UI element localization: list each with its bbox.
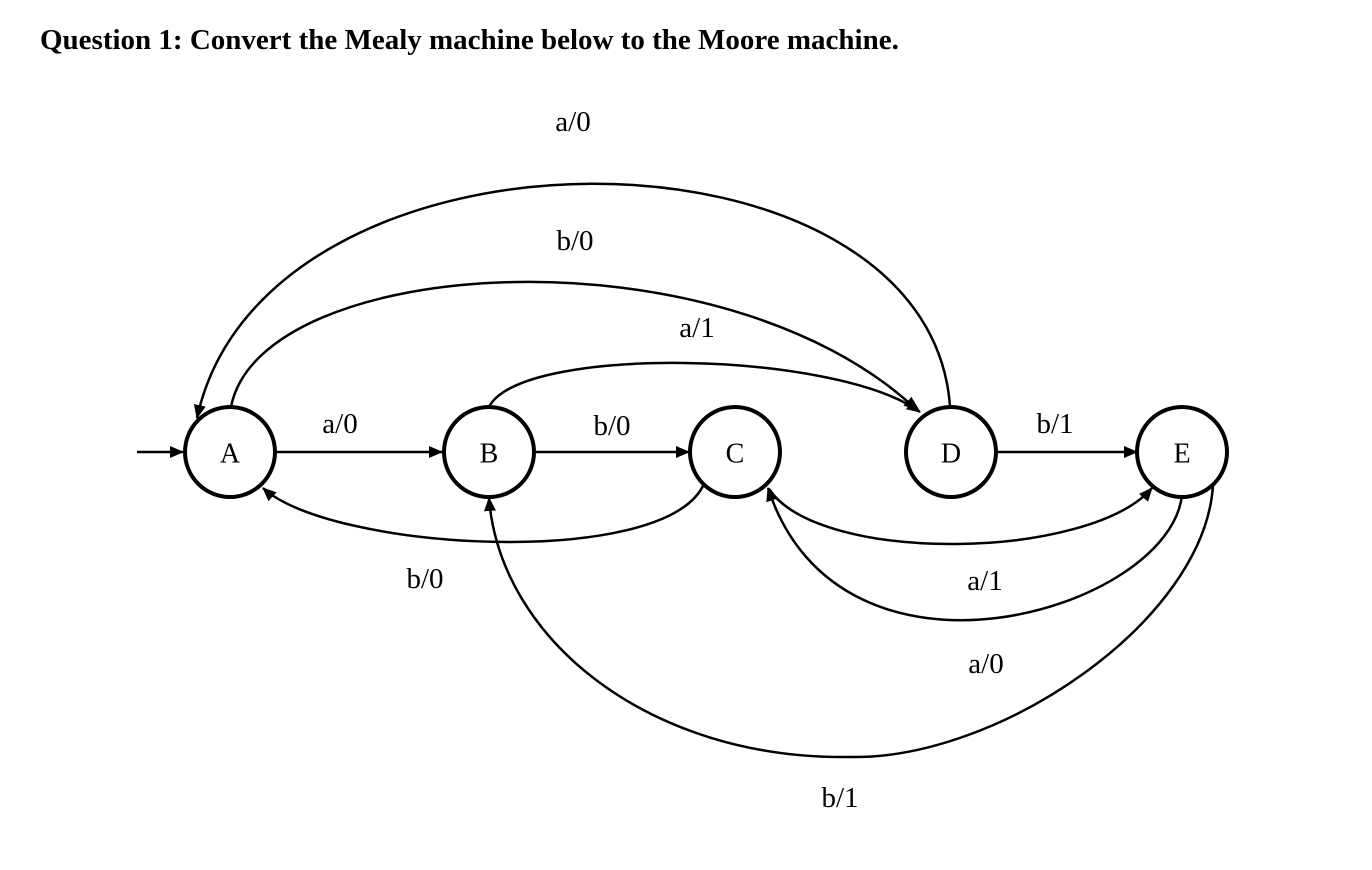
state-d: D (904, 405, 998, 499)
state-b-label: B (480, 439, 499, 470)
transition-label-c-to-e: a/1 (967, 565, 1002, 597)
question-title: Question 1: Convert the Mealy machine be… (40, 24, 899, 56)
transition-label-b-to-c: b/0 (593, 410, 630, 442)
state-c-circle (688, 405, 782, 499)
transition-c-to-e (767, 487, 1153, 546)
transition-a-to-d (229, 280, 918, 411)
state-a: A (183, 405, 277, 499)
transition-label-b-to-d: a/1 (679, 312, 714, 344)
state-a-circle (183, 405, 277, 499)
transition-label-c-to-a: b/0 (406, 563, 443, 595)
state-b-circle (442, 405, 536, 499)
transition-e-to-b (484, 484, 1215, 759)
transition-label-e-to-c: a/0 (968, 648, 1003, 680)
state-b: B (442, 405, 536, 499)
state-a-label: A (220, 439, 241, 470)
transition-label-e-to-b: b/1 (821, 782, 858, 814)
state-d-label: D (941, 439, 961, 470)
transition-label-a-to-b: a/0 (322, 408, 357, 440)
transition-label-d-to-e: b/1 (1036, 408, 1073, 440)
transition-label-a-to-d: b/0 (556, 225, 593, 257)
state-e: E (1135, 405, 1229, 499)
transition-d-to-a (193, 182, 952, 419)
transition-label-d-to-a: a/0 (555, 106, 590, 138)
transition-b-to-d (487, 361, 921, 414)
transition-c-to-a (262, 485, 705, 544)
state-c-label: C (726, 439, 745, 470)
state-c: C (688, 405, 782, 499)
state-d-circle (904, 405, 998, 499)
transition-e-to-c (766, 487, 1184, 622)
state-e-label: E (1173, 439, 1190, 470)
state-e-circle (1135, 405, 1229, 499)
